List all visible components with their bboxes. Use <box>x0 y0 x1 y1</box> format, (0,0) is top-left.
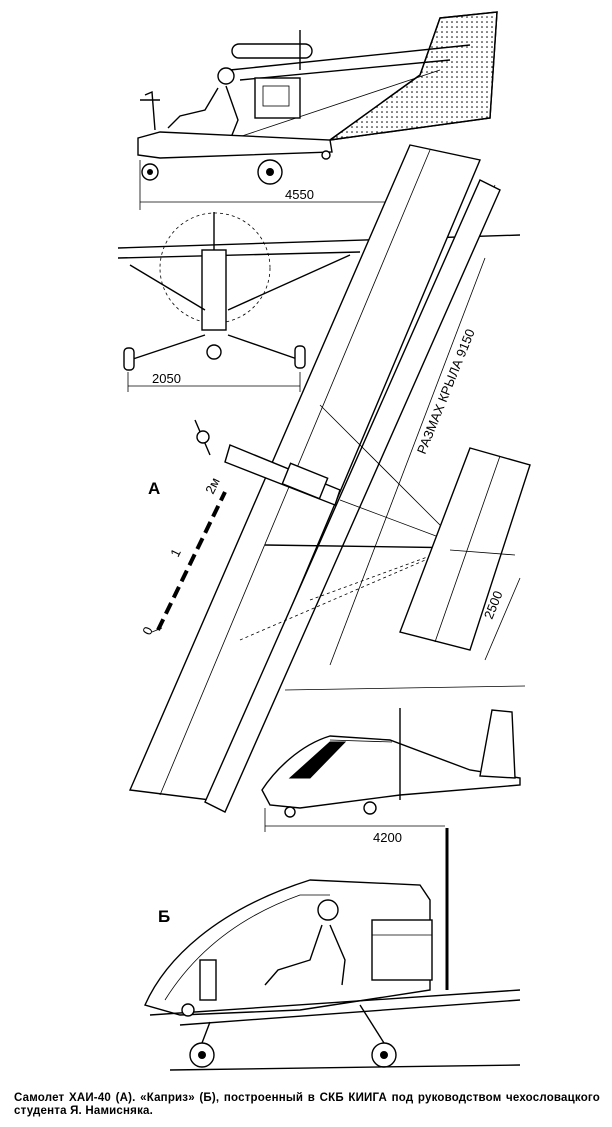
front-view-hai40: 2050 <box>117 212 521 392</box>
side-view-hai40: 4550 <box>137 11 498 210</box>
scale-two: 2м <box>202 475 223 496</box>
label-a: А <box>148 479 160 498</box>
dim-front-track: 2050 <box>152 371 181 386</box>
detail-view-kapriz: Б <box>144 828 521 1071</box>
dim-side-length: 4550 <box>285 187 314 202</box>
side-view-kapriz: 4200 <box>261 685 526 845</box>
scale-zero: 0 <box>139 624 156 637</box>
scale-one: 1 <box>167 546 184 559</box>
label-b: Б <box>158 907 170 926</box>
figure-caption: Самолет ХАИ-40 (А). «Каприз» (Б), постро… <box>14 1092 600 1117</box>
dim-kapriz-length: 4200 <box>373 830 402 845</box>
